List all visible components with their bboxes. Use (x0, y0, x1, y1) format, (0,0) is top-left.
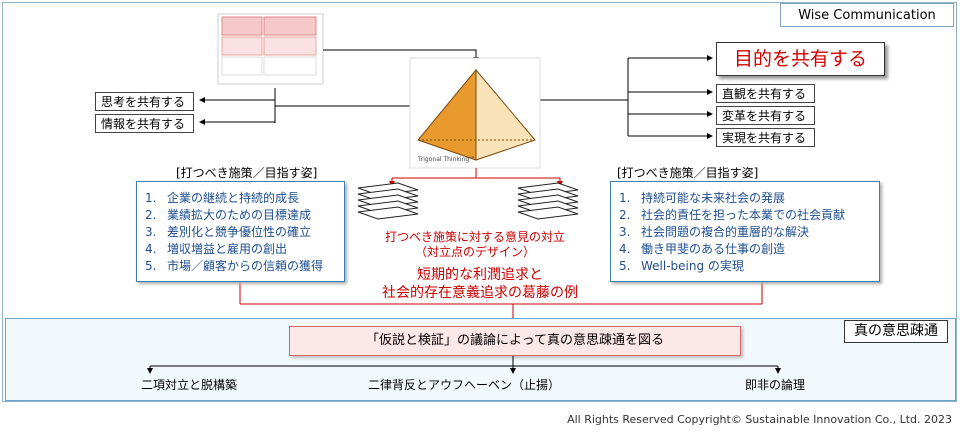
list-item: 3.社会問題の複合的重層的な解決 (619, 225, 810, 239)
stacked-sheets-left-icon (357, 182, 419, 220)
outcome-deconstruction: 二項対立と脱構築 (141, 378, 238, 392)
conflict-caption-line1: 打つべき施策に対する意見の対立 (384, 230, 565, 244)
list-item: 4.働き甲斐のある仕事の創造 (619, 242, 786, 256)
list-item: 4.増収増益と雇用の創出 (145, 242, 288, 256)
outcome-sokuhi: 即非の論理 (745, 378, 806, 392)
conflict-example-line2: 社会的存在意義追求の葛藤の例 (382, 285, 578, 301)
hypothesis-banner: 「仮説と検証」の議論によって真の意思疎通を図る (289, 326, 741, 356)
conflict-caption: 打つべき施策に対する意見の対立 （対立点のデザイン） (355, 230, 595, 260)
list-item: 2.社会的責任を担った本業での社会貢献 (619, 208, 846, 222)
conflict-example-line1: 短期的な利潤追求と (417, 267, 543, 283)
outer-frame (2, 2, 957, 402)
pyramid-caption: Trigonal Thinking™ (418, 156, 476, 163)
right-box-intuition: 直観を共有する (716, 84, 815, 103)
matrix-thumbnail (217, 13, 324, 85)
goal-box: 目的を共有する (716, 42, 885, 76)
list-item: 2.業績拡大のための目標達成 (145, 208, 312, 222)
stacked-sheets-right-icon (517, 182, 579, 220)
list-item: 1.持続可能な未来社会の発展 (619, 191, 786, 205)
left-measures-panel: 1.企業の継続と持続的成長 2.業績拡大のための目標達成 3.差別化と競争優位性… (136, 181, 345, 282)
true-communication-label: 真の意思疎通 (844, 320, 948, 343)
list-item: 5.市場／顧客からの信頼の獲得 (145, 259, 324, 273)
list-item: 3.差別化と競争優位性の確立 (145, 225, 312, 239)
right-box-realization: 実現を共有する (716, 128, 815, 147)
right-section-heading: [打つべき施策／目指す姿] (617, 166, 759, 180)
trigonal-pyramid (409, 57, 541, 169)
copyright: All Rights Reserved Copyright© Sustainab… (567, 413, 952, 426)
list-item: 1.企業の継続と持続的成長 (145, 191, 300, 205)
brand-label: Wise Communication (780, 3, 954, 27)
conflict-example: 短期的な利潤追求と 社会的存在意義追求の葛藤の例 (330, 266, 630, 302)
list-item: 5.Well-being の実現 (619, 259, 744, 273)
left-box-thinking: 思考を共有する (95, 92, 194, 111)
left-box-information: 情報を共有する (95, 114, 194, 133)
left-section-heading: [打つべき施策／目指す姿] (176, 166, 318, 180)
outcome-aufheben: 二律背反とアウフヘーベン（止揚） (368, 378, 561, 392)
right-box-transformation: 変革を共有する (716, 106, 815, 125)
right-measures-panel: 1.持続可能な未来社会の発展 2.社会的責任を担った本業での社会貢献 3.社会問… (610, 181, 880, 282)
conflict-caption-line2: （対立点のデザイン） (414, 245, 535, 259)
